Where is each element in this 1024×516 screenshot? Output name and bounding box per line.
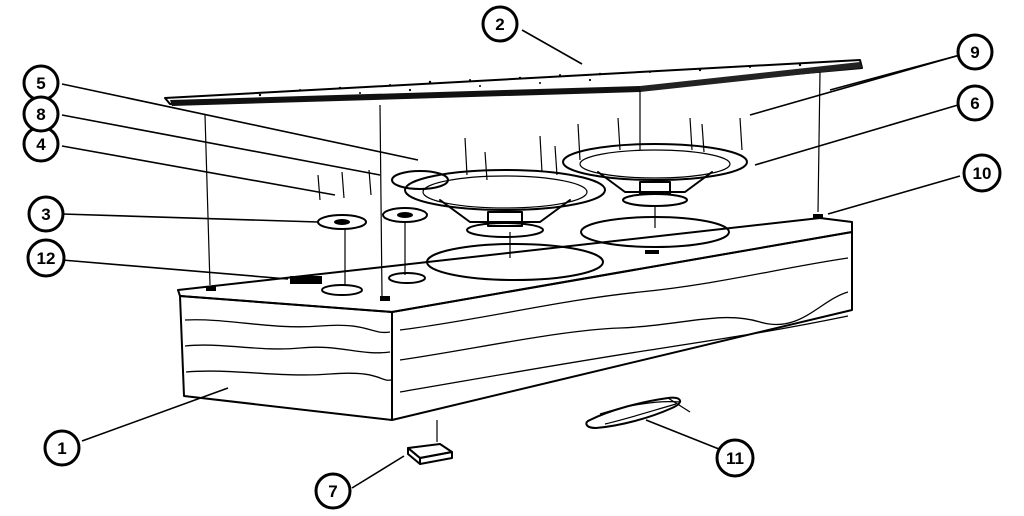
callout-5: 5 [22, 64, 60, 102]
svg-text:6: 6 [970, 94, 979, 113]
svg-text:5: 5 [36, 74, 45, 93]
svg-text:7: 7 [328, 482, 337, 501]
callout-3: 3 [27, 195, 65, 233]
terminal-plate [290, 276, 322, 284]
svg-text:8: 8 [36, 105, 45, 124]
top-panel [164, 59, 863, 106]
svg-text:9: 9 [970, 43, 979, 62]
callout-10: 10 [962, 153, 1002, 193]
callout-6: 6 [956, 84, 994, 122]
woofer-left [404, 169, 606, 238]
callout-8: 8 [22, 95, 60, 133]
callouts: 1 2 3 4 5 6 7 8 [22, 5, 1002, 510]
svg-text:3: 3 [41, 205, 50, 224]
svg-text:12: 12 [37, 249, 56, 268]
tweeter-left [317, 214, 367, 230]
svg-text:1: 1 [57, 439, 66, 458]
callout-2: 2 [481, 5, 519, 43]
woofer-right [562, 143, 748, 207]
tweeter-right [382, 207, 428, 223]
callout-9: 9 [956, 33, 994, 71]
wire-harness [585, 396, 691, 429]
mounting-screws [204, 71, 821, 297]
cabinet [177, 214, 853, 421]
callout-12: 12 [26, 238, 66, 278]
svg-text:4: 4 [36, 135, 46, 154]
callout-7: 7 [314, 472, 352, 510]
svg-text:10: 10 [973, 164, 992, 183]
bracket [407, 420, 453, 465]
callout-11: 11 [715, 438, 755, 478]
leader-lines [61, 29, 961, 489]
svg-text:2: 2 [495, 15, 504, 34]
callout-1: 1 [43, 429, 81, 467]
svg-text:11: 11 [726, 449, 744, 468]
tweeter-ring [391, 170, 449, 190]
